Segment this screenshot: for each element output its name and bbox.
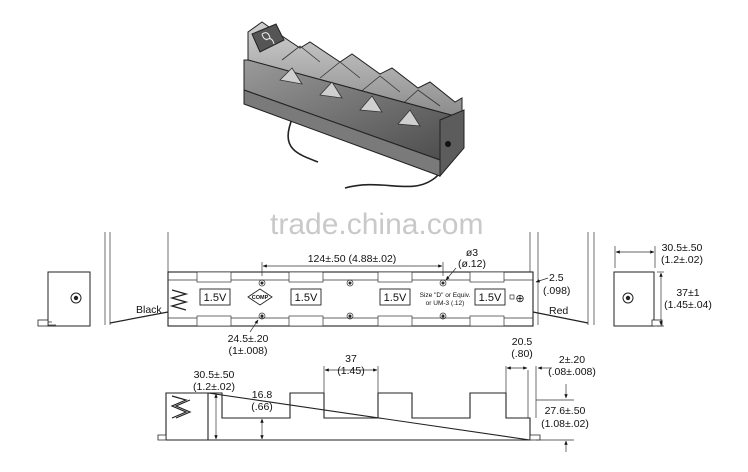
plus-terminal-icon: ⊕ [515, 293, 524, 305]
edge-dimension: 2.5 [549, 272, 564, 284]
rivet-icon [445, 141, 451, 147]
red-wire-label: Red [549, 305, 568, 317]
end-offset-dimension: 20.5 [512, 336, 533, 348]
hole-dimension: ø3 [466, 247, 478, 259]
spring-icon [169, 289, 189, 311]
top-view: 1.5V 1.5V 1.5V 1.5V COMP Size "D" or Equ… [104, 232, 595, 357]
product-illustration [243, 21, 465, 189]
hole-dimension-inch: (ø.12) [458, 258, 486, 270]
size-note-line2: or UM-3 (.12) [426, 300, 465, 307]
right-end-view: 30.5±.50 (1.2±.02) 37±1 (1.45±.04) [613, 242, 712, 327]
mounting-holes [258, 279, 447, 320]
end-height-dimension-inch: (1.45±.04) [664, 299, 712, 311]
black-wire-label: Black [136, 304, 162, 316]
slot-depth-dimension-inch: (.66) [251, 401, 273, 413]
end-width-dimension: 30.5±.50 [662, 242, 703, 254]
cell-label-2: 1.5V [295, 292, 318, 304]
inner-height-dimension-inch: (1.08±.02) [541, 418, 589, 430]
inner-height-dimension: 27.6±.50 [545, 405, 586, 417]
size-note-line1: Size "D" or Equiv. [420, 292, 471, 299]
wall-thickness-dimension: 2±.20 [559, 354, 585, 366]
slot-depth-dimension: 16.8 [252, 389, 273, 401]
cell-label-1: 1.5V [204, 292, 227, 304]
wall-thickness-dimension-inch: (.08±.008) [548, 366, 596, 378]
side-view: 30.5±.50 (1.2±.02) 16.8 (.66) 37 (1.45) … [157, 336, 596, 452]
end-offset-dimension-inch: (.80) [511, 348, 533, 360]
cell-label-3: 1.5V [384, 292, 407, 304]
edge-dimension-inch: (.098) [543, 285, 570, 297]
pitch-dimension-inch: (1±.008) [228, 345, 267, 357]
end-width-dimension-inch: (1.2±.02) [661, 254, 703, 266]
comp-logo-icon [247, 288, 273, 306]
comp-logo-text: COMP [252, 295, 269, 301]
cell-label-4: 1.5V [479, 292, 502, 304]
pitch-dimension: 24.5±.20 [228, 333, 269, 345]
side-height-dimension-inch: (1.2±.02) [193, 381, 235, 393]
watermark-text: trade.china.com [270, 208, 483, 241]
tab-width-dimension-inch: (1.45) [337, 365, 364, 377]
spring-side-icon [170, 395, 192, 419]
tab-width-dimension: 37 [345, 353, 357, 365]
end-height-dimension: 37±1 [676, 287, 699, 299]
length-dimension: 124±.50 (4.88±.02) [308, 253, 397, 265]
side-height-dimension: 30.5±.50 [194, 369, 235, 381]
left-end-view [37, 271, 91, 327]
